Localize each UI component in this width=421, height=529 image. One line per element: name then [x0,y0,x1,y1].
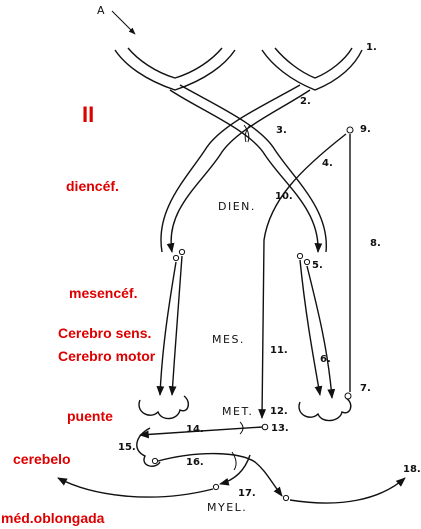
arrow-a-label: A [97,4,105,17]
annotation-diencef: diencéf. [66,178,119,194]
node-13 [261,423,269,431]
cerebellum-outline [136,427,161,467]
tract-14 [139,426,263,439]
output-18 [289,477,406,504]
right-mesencephalon-tracts [299,259,336,399]
synapse-node-right-b [303,258,311,266]
node-17-right [282,494,290,502]
node-7 [344,392,352,400]
node-17-left [212,483,220,491]
annotation-cerebelo: cerebelo [13,451,71,467]
label-16: 16. [186,457,204,468]
label-10: 10. [275,191,293,202]
synapse-node-right [296,252,304,260]
tract-16 [157,452,283,497]
label-1: 1. [366,42,377,53]
tract-16-break [231,451,237,471]
left-eye-outer [114,49,236,91]
output-left [57,477,214,498]
synapse-node-left [172,254,180,262]
region-met: MET. [222,405,253,418]
tract-10-11 [258,133,347,419]
right-eye-inner [274,47,353,79]
label-2: 2. [300,96,311,107]
label-9: 9. [360,124,371,135]
label-15: 15. [118,442,136,453]
label-12: 12. [270,406,288,417]
node-9 [346,126,354,134]
label-11: 11. [270,345,288,356]
label-7: 7. [360,383,371,394]
annotation-cerebro-motor: Cerebro motor [58,348,156,364]
region-mes: MES. [212,333,245,346]
label-6: 6. [320,354,331,365]
left-terminal-cloud [138,395,190,420]
label-5: 5. [312,260,323,271]
label-17: 17. [238,488,256,499]
region-dien: DIEN. [218,200,256,213]
right-terminal-cloud [298,397,352,422]
label-18: 18. [403,464,421,475]
annotation-mesencef: mesencéf. [69,285,137,301]
annotation-cerebro-sens: Cerebro sens. [58,325,151,341]
synapse-node-left-b [178,248,186,256]
node-16 [151,457,159,465]
optic-chiasm [160,84,327,253]
arrow-a [111,10,136,35]
label-4: 4. [322,158,333,169]
annotation-puente: puente [67,408,113,424]
label-3: 3. [276,125,287,136]
annotation-med-oblongada: méd.oblongada [1,510,105,526]
left-eye-inner [127,47,223,79]
label-8: 8. [370,238,381,249]
right-eye-outer [261,49,363,91]
left-mesencephalon-tracts [156,255,183,396]
label-14: 14. [186,424,204,435]
label-13: 13. [271,423,289,434]
medulla-branch [219,454,251,486]
numeral-ii: II [82,102,94,127]
tract-14-break [239,421,244,435]
region-myel: MYEL. [207,501,247,514]
